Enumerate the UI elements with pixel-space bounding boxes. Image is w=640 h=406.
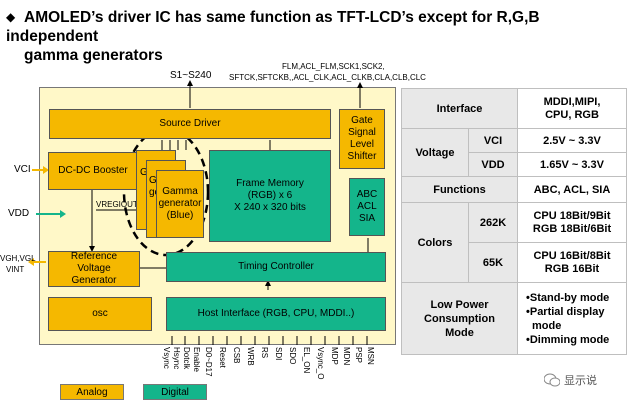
signal-wrb: WRB xyxy=(246,347,255,366)
signal-sdi: SDI xyxy=(274,347,283,361)
legend-digital: Digital xyxy=(143,384,207,400)
signal-mdn: MDN xyxy=(342,347,351,366)
watermark: 显示说 xyxy=(544,372,597,388)
gamma-blue-line-3: (Blue) xyxy=(166,210,194,221)
colors-262k-line-2: RGB 18Bit/6Bit xyxy=(532,222,612,235)
sia-label: SIA xyxy=(358,213,376,224)
interface-value-line-1: MDDI,MIPI, xyxy=(543,95,601,108)
low-power-line-1: Low Power xyxy=(430,298,489,311)
gamma-green-label-1: G xyxy=(149,175,157,186)
vci-input-label: VCI xyxy=(14,164,31,175)
colors-262k-value: CPU 18Bit/9Bit RGB 18Bit/6Bit xyxy=(517,202,627,243)
signal-msn: MSN xyxy=(366,347,375,365)
signal-mdp: MDP xyxy=(330,347,339,365)
signal-hsync: Hsync xyxy=(172,347,181,370)
frame-memory-block: Frame Memory (RGB) x 6 X 240 x 320 bits xyxy=(209,150,331,242)
colors-65k-line-1: CPU 16Bit/8Bit xyxy=(533,249,611,262)
timing-controller-block: Timing Controller xyxy=(166,252,386,282)
signal-dotclk: Dotclk xyxy=(182,347,191,370)
frame-memory-line-3: X 240 x 320 bits xyxy=(234,202,306,213)
colors-label: Colors xyxy=(401,202,469,283)
signal-sdo: SDO xyxy=(288,347,297,365)
vci-label: VCI xyxy=(468,128,518,153)
acl-label: ACL xyxy=(357,201,377,212)
ref-line-2: Voltage xyxy=(77,263,111,274)
ref-line-3: Generator xyxy=(71,275,117,286)
watermark-text: 显示说 xyxy=(564,375,597,387)
colors-65k-label: 65K xyxy=(468,242,518,283)
low-power-line-2: Consumption xyxy=(424,312,495,325)
reference-voltage-generator-block: Reference Voltage Generator xyxy=(48,251,140,287)
low-power-modes: •Stand-by mode •Partial display mode •Di… xyxy=(517,282,627,355)
ref-line-1: Reference xyxy=(70,251,118,262)
functions-label: Functions xyxy=(401,176,518,203)
interface-value: MDDI,MIPI, CPU, RGB xyxy=(517,88,627,129)
partial-display-item-cont: mode xyxy=(532,319,562,332)
host-interface-block: Host Interface (RGB, CPU, MDDI..) xyxy=(166,297,386,331)
low-power-line-3: Mode xyxy=(445,326,474,339)
abc-label: ABC xyxy=(356,189,378,200)
spec-table: Interface MDDI,MIPI, CPU, RGB Voltage VC… xyxy=(401,88,627,355)
diamond-bullet-icon: ◆ xyxy=(6,10,16,24)
page-title: ◆AMOLED’s driver IC has same function as… xyxy=(6,8,636,65)
functions-value: ABC, ACL, SIA xyxy=(517,176,627,203)
top-signals-line-2: SFTCK,SFTCKB,,ACL_CLK,ACL_CLKB,CLA,CLB,C… xyxy=(229,73,426,82)
gate-line-2: Signal xyxy=(348,127,376,138)
standby-mode-item: •Stand-by mode xyxy=(526,291,610,304)
vdd-label: VDD xyxy=(468,152,518,177)
gamma-blue-line-2: generator xyxy=(158,198,202,209)
source-output-range: S1~S240 xyxy=(170,70,212,81)
vdd-value: 1.65V ~ 3.3V xyxy=(517,152,627,177)
top-signals-line-1: FLM,ACL_FLM,SCK1,SCK2, xyxy=(282,62,385,71)
signal-psp: PSP xyxy=(354,347,363,364)
colors-65k-line-2: RGB 16Bit xyxy=(544,262,600,275)
interface-value-line-2: CPU, RGB xyxy=(545,108,599,121)
voltage-label: Voltage xyxy=(401,128,469,177)
wechat-icon xyxy=(544,373,560,387)
vgh-vgl-label: VGH,VGL xyxy=(0,254,36,263)
frame-memory-line-2: (RGB) x 6 xyxy=(247,190,293,201)
gamma-green-label-2: ge xyxy=(149,187,161,198)
gate-line-3: Level xyxy=(350,139,374,150)
colors-262k-line-1: CPU 18Bit/9Bit xyxy=(533,209,611,222)
signal-enable: Enable xyxy=(192,347,201,372)
title-line-1: AMOLED’s driver IC has same function as … xyxy=(6,9,540,45)
signal-reset: Reset xyxy=(218,347,227,368)
dimming-mode-item: •Dimming mode xyxy=(526,333,610,346)
vregiout-label: VREGIOUT xyxy=(96,200,138,209)
legend-analog: Analog xyxy=(60,384,124,400)
vci-value: 2.5V ~ 3.3V xyxy=(517,128,627,153)
gate-line-1: Gate xyxy=(351,115,373,126)
colors-262k-label: 262K xyxy=(468,202,518,243)
gamma-generator-blue-block: Gamma generator (Blue) xyxy=(156,170,204,238)
low-power-label: Low Power Consumption Mode xyxy=(401,282,518,355)
gate-signal-level-shifter-block: Gate Signal Level Shifter xyxy=(339,109,385,169)
osc-block: osc xyxy=(48,297,152,331)
dcdc-booster-block: DC-DC Booster xyxy=(48,152,138,190)
gamma-red-label: G xyxy=(140,167,148,178)
signal-csb: CSB xyxy=(232,347,241,364)
signal-el-on: EL_ON xyxy=(302,347,311,374)
colors-65k-value: CPU 16Bit/8Bit RGB 16Bit xyxy=(517,242,627,283)
signal-rs: RS xyxy=(260,347,269,359)
vint-label: VINT xyxy=(6,265,25,274)
interface-label: Interface xyxy=(401,88,518,129)
abc-acl-sia-block: ABC ACL SIA xyxy=(349,178,385,236)
source-driver-block: Source Driver xyxy=(49,109,331,139)
frame-memory-line-1: Frame Memory xyxy=(236,178,304,189)
gate-line-4: Shifter xyxy=(347,151,377,162)
vdd-input-label: VDD xyxy=(8,208,30,219)
signal-vsync-o: Vsync_O xyxy=(316,347,325,380)
partial-display-item: •Partial display xyxy=(526,305,605,318)
gamma-blue-line-1: Gamma xyxy=(162,186,198,197)
signal-data-bus: D0~D17 xyxy=(204,347,213,377)
signal-vsync: Vsync xyxy=(162,347,171,369)
title-line-2: gamma generators xyxy=(24,47,163,64)
